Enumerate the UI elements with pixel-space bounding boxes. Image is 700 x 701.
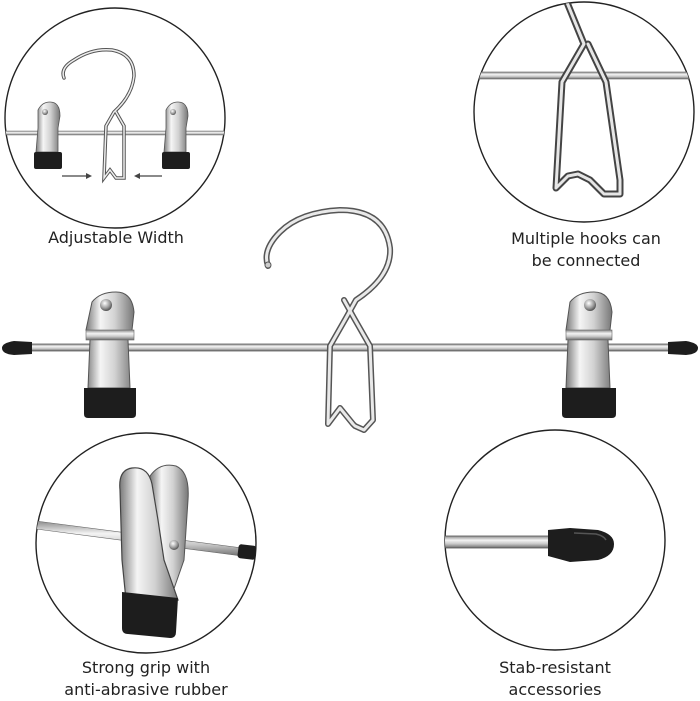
caption-line: accessories <box>508 680 602 699</box>
caption-adjustable-width: Adjustable Width <box>8 227 224 249</box>
clip-left <box>84 291 136 418</box>
hanger-hook <box>263 207 394 433</box>
caption-line: Stab-resistant <box>499 658 611 677</box>
main-hanger <box>2 207 698 433</box>
caption-line: be connected <box>531 251 641 270</box>
caption-multiple-hooks: Multiple hooks can be connected <box>476 228 696 272</box>
end-cap-left <box>2 341 32 355</box>
clip-right <box>562 291 616 418</box>
panel-adjustable-width <box>4 7 226 229</box>
caption-line: Adjustable Width <box>48 228 184 247</box>
arrow-icon <box>62 173 162 179</box>
panel-stab-resistant <box>444 429 666 651</box>
panel-strong-grip <box>35 432 257 654</box>
end-cap-right <box>668 341 698 355</box>
caption-stab-resistant: Stab-resistant accessories <box>445 657 665 701</box>
caption-strong-grip: Strong grip with anti-abrasive rubber <box>36 657 256 701</box>
caption-line: anti-abrasive rubber <box>64 680 228 699</box>
panel-multiple-hooks <box>473 1 695 223</box>
caption-line: Multiple hooks can <box>511 229 661 248</box>
caption-line: Strong grip with <box>81 658 211 677</box>
